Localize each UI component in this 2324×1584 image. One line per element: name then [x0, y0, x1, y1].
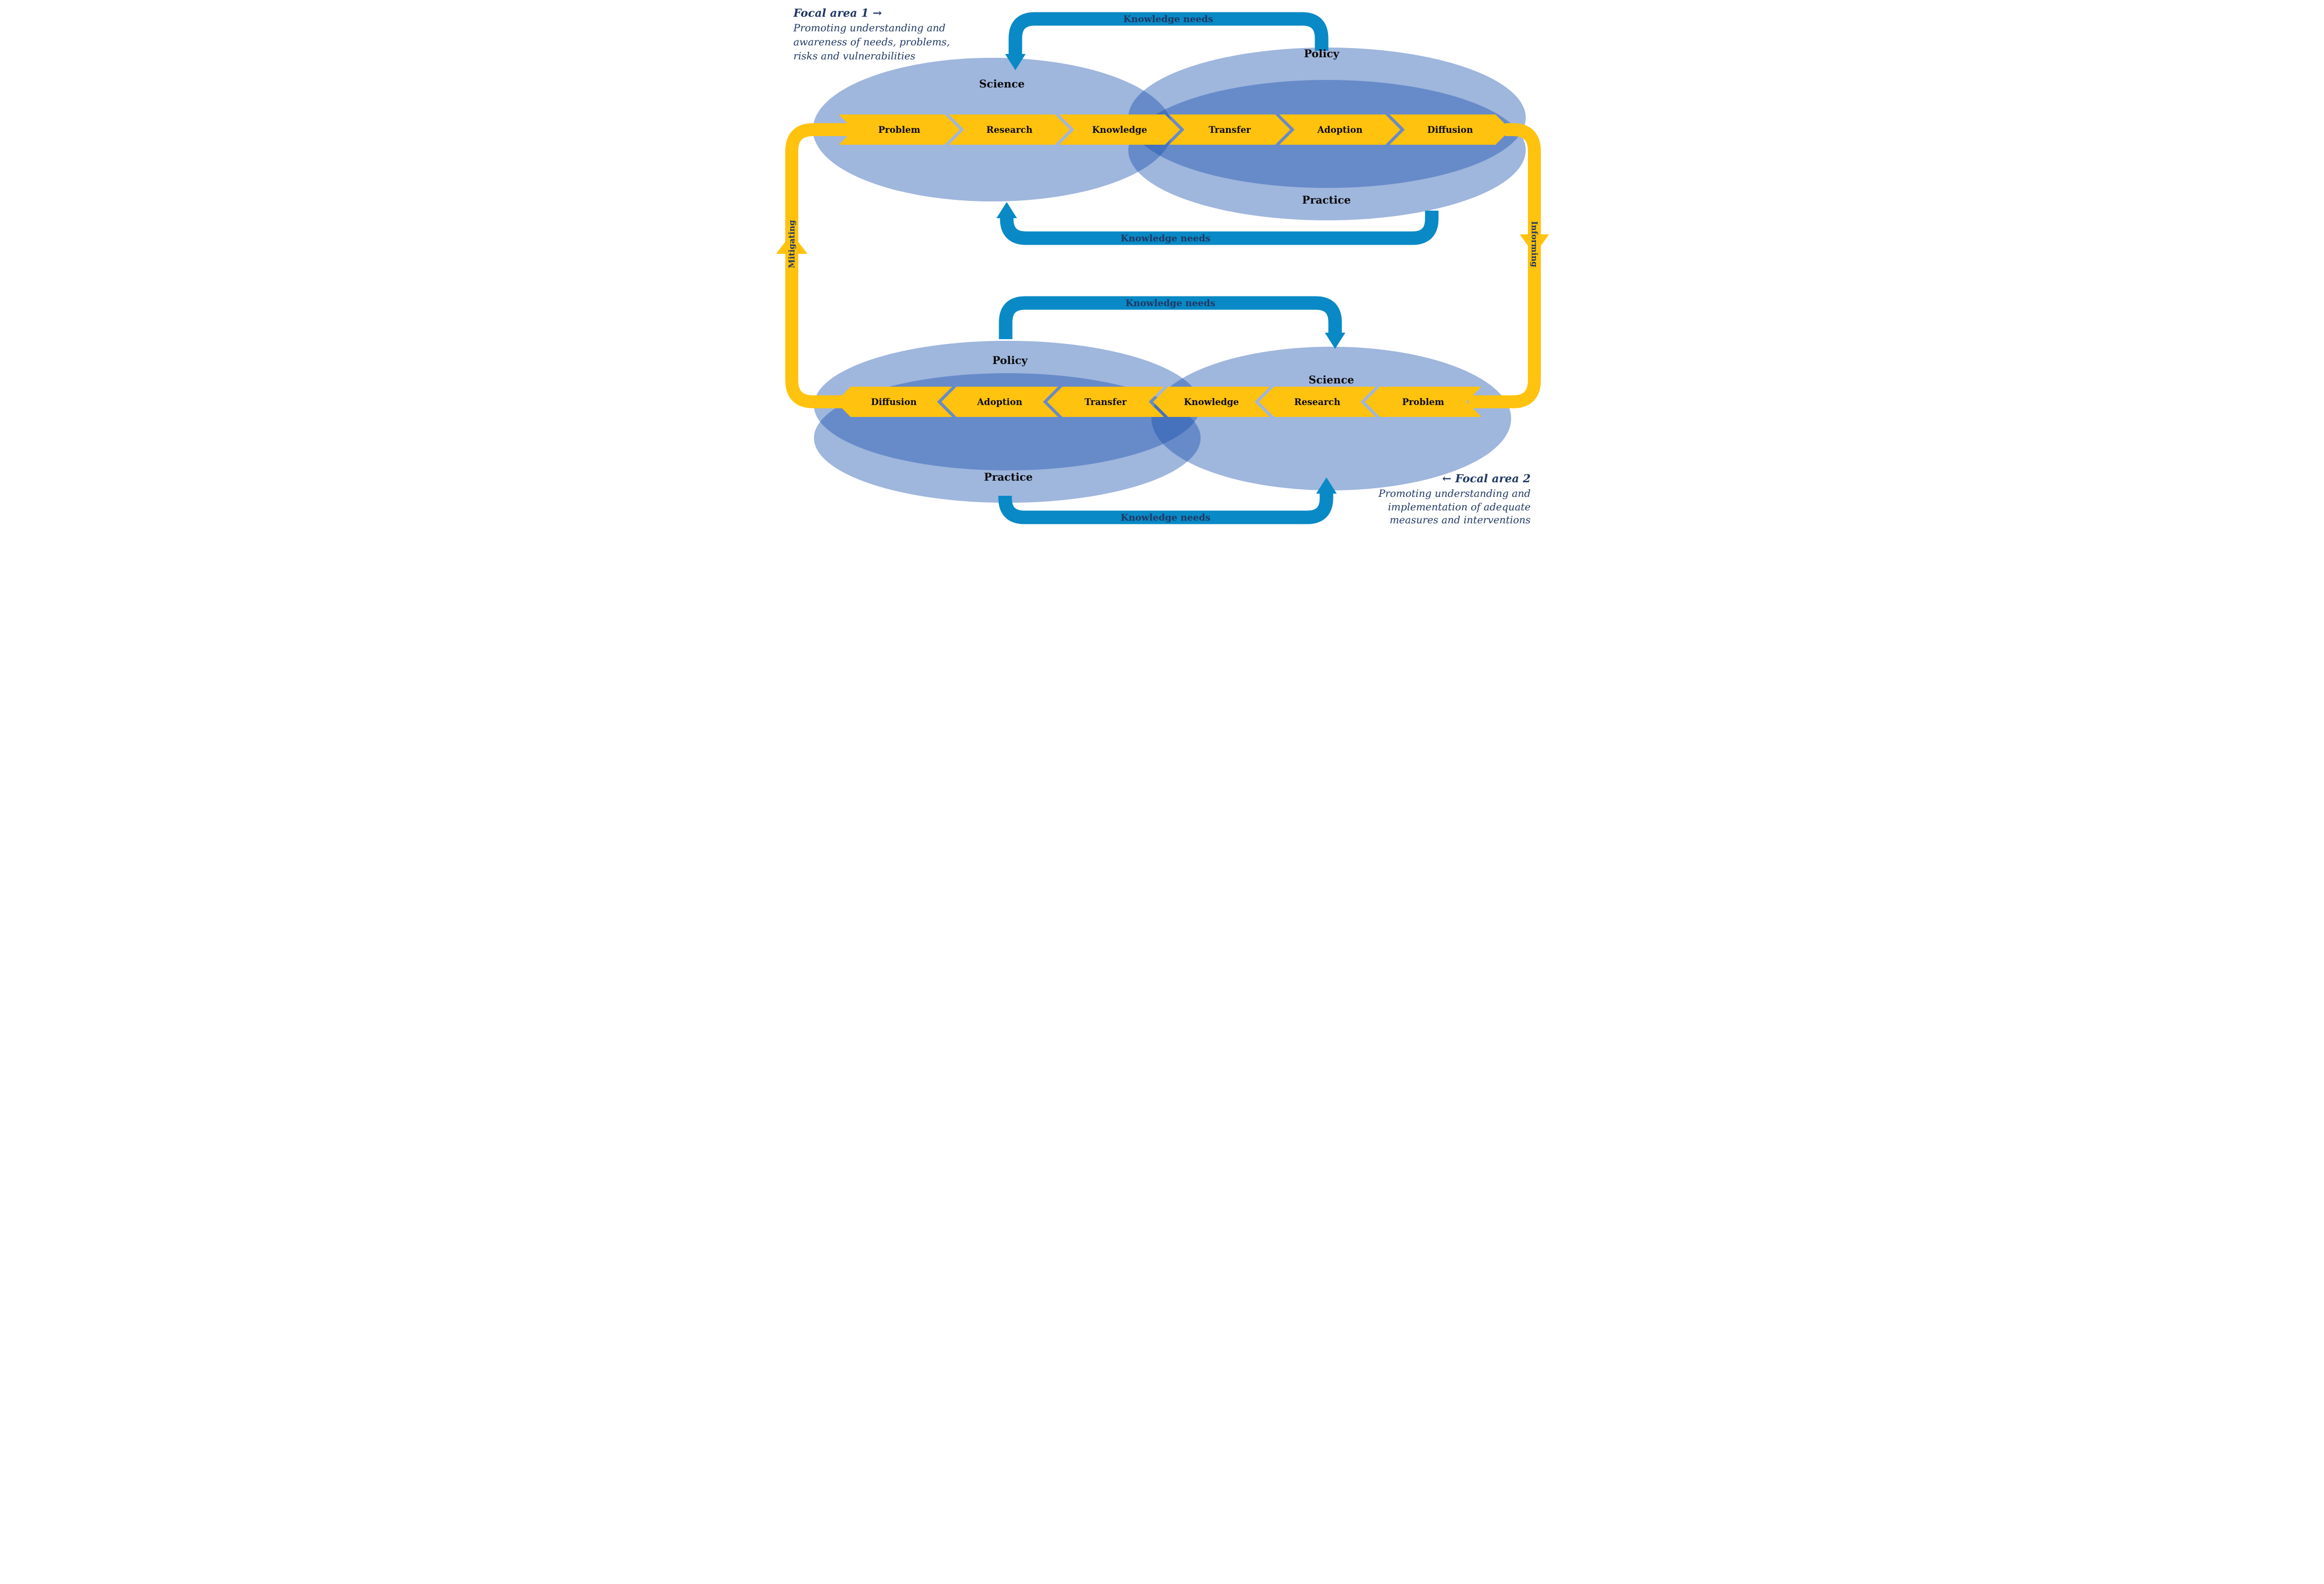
focal-area-1-line: awareness of needs, problems,	[793, 37, 950, 48]
mitigating-arrowhead-up-icon	[776, 233, 807, 254]
chevron-segment	[941, 387, 1058, 417]
group-label-science-top: Science	[979, 78, 1024, 90]
chevron-segment	[1364, 387, 1481, 417]
chevron-label: Research	[986, 125, 1032, 135]
chevron-row-bottom: Diffusion Adoption Transfer Knowledge Re…	[835, 387, 1481, 417]
focal-area-2-line: implementation of adequate	[1387, 502, 1530, 513]
chevron-row-top: Problem Research Knowledge Transfer Adop…	[838, 114, 1511, 145]
bottom-group-ellipses	[813, 341, 1511, 503]
science-ellipse-bottom	[1151, 347, 1511, 490]
group-label-practice-bottom: Practice	[984, 471, 1032, 483]
arrow-path	[1000, 211, 1438, 245]
chevron-label: Problem	[1402, 397, 1444, 407]
chevron-segment	[1047, 387, 1164, 417]
chevron-label: Diffusion	[871, 397, 917, 407]
focal-area-1-title: Focal area 1 →	[793, 6, 882, 19]
arrowhead-down-icon	[1005, 54, 1026, 70]
group-label-science-bottom: Science	[1308, 374, 1353, 386]
group-label-policy-bottom: Policy	[992, 354, 1028, 367]
chevron-segment	[1153, 387, 1270, 417]
knowledge-needs-label: Knowledge needs	[1120, 233, 1210, 244]
focal-area-2-line: measures and interventions	[1389, 515, 1530, 526]
chevron-label: Adoption	[1317, 125, 1363, 135]
chevron-label: Research	[1294, 397, 1340, 407]
band-path	[1468, 123, 1541, 408]
focal-area-2-annotation: ← Focal area 2 Promoting understanding a…	[1378, 472, 1531, 526]
chevron-segment	[1258, 387, 1376, 417]
chevron-segment	[838, 114, 960, 145]
chevron-label: Transfer	[1208, 125, 1250, 135]
chevron-segment	[948, 114, 1070, 145]
knowledge-needs-arrow-mid-bottom: Knowledge needs	[999, 296, 1345, 349]
focal-area-1-annotation: Focal area 1 → Promoting understanding a…	[793, 6, 950, 62]
band-path	[785, 123, 858, 408]
knowledge-needs-arrow-bottom: Knowledge needs	[998, 477, 1337, 524]
knowledge-needs-arrow-top: Knowledge needs	[1005, 12, 1328, 70]
arrow-path	[999, 296, 1342, 339]
mitigating-label: Mitigating	[787, 220, 797, 268]
chevron-label: Problem	[878, 125, 920, 135]
knowledge-needs-arrow-mid-top: Knowledge needs	[996, 202, 1438, 245]
chevron-label: Adoption	[976, 397, 1022, 407]
arrow-path	[1008, 12, 1328, 55]
chevron-segment	[1169, 114, 1290, 145]
diagram-canvas: Knowledge needs Knowledge needs Knowledg…	[774, 0, 1550, 528]
knowledge-needs-label: Knowledge needs	[1120, 513, 1210, 523]
knowledge-needs-label: Knowledge needs	[1123, 14, 1212, 25]
cycle-band-right: Informing	[1468, 123, 1549, 408]
focal-area-2-line: Promoting understanding and	[1378, 488, 1531, 500]
arrowhead-down-icon	[1324, 333, 1345, 349]
knowledge-cycle-diagram: Knowledge needs Knowledge needs Knowledg…	[776, 6, 1549, 526]
chevron-segment	[1389, 114, 1511, 145]
chevron-segment	[1279, 114, 1400, 145]
group-label-policy-top: Policy	[1304, 48, 1339, 60]
focal-area-1-line: Promoting understanding and	[793, 23, 946, 34]
chevron-label: Transfer	[1084, 397, 1126, 407]
informing-label: Informing	[1530, 221, 1539, 267]
chevron-label: Knowledge	[1092, 125, 1147, 135]
arrow-path	[998, 493, 1333, 524]
group-label-practice-top: Practice	[1302, 194, 1350, 206]
arrowhead-up-icon	[1316, 477, 1337, 494]
chevron-label: Knowledge	[1184, 397, 1239, 407]
chevron-segment	[835, 387, 952, 417]
focal-area-2-title: ← Focal area 2	[1442, 472, 1531, 485]
informing-arrowhead-down-icon	[1519, 234, 1549, 255]
chevron-segment	[1059, 114, 1180, 145]
focal-area-1-line: risks and vulnerabilities	[793, 51, 915, 62]
arrowhead-up-icon	[996, 202, 1017, 218]
chevron-label: Diffusion	[1427, 125, 1473, 135]
knowledge-needs-label: Knowledge needs	[1125, 298, 1215, 309]
cycle-band-left: Mitigating	[776, 123, 858, 408]
